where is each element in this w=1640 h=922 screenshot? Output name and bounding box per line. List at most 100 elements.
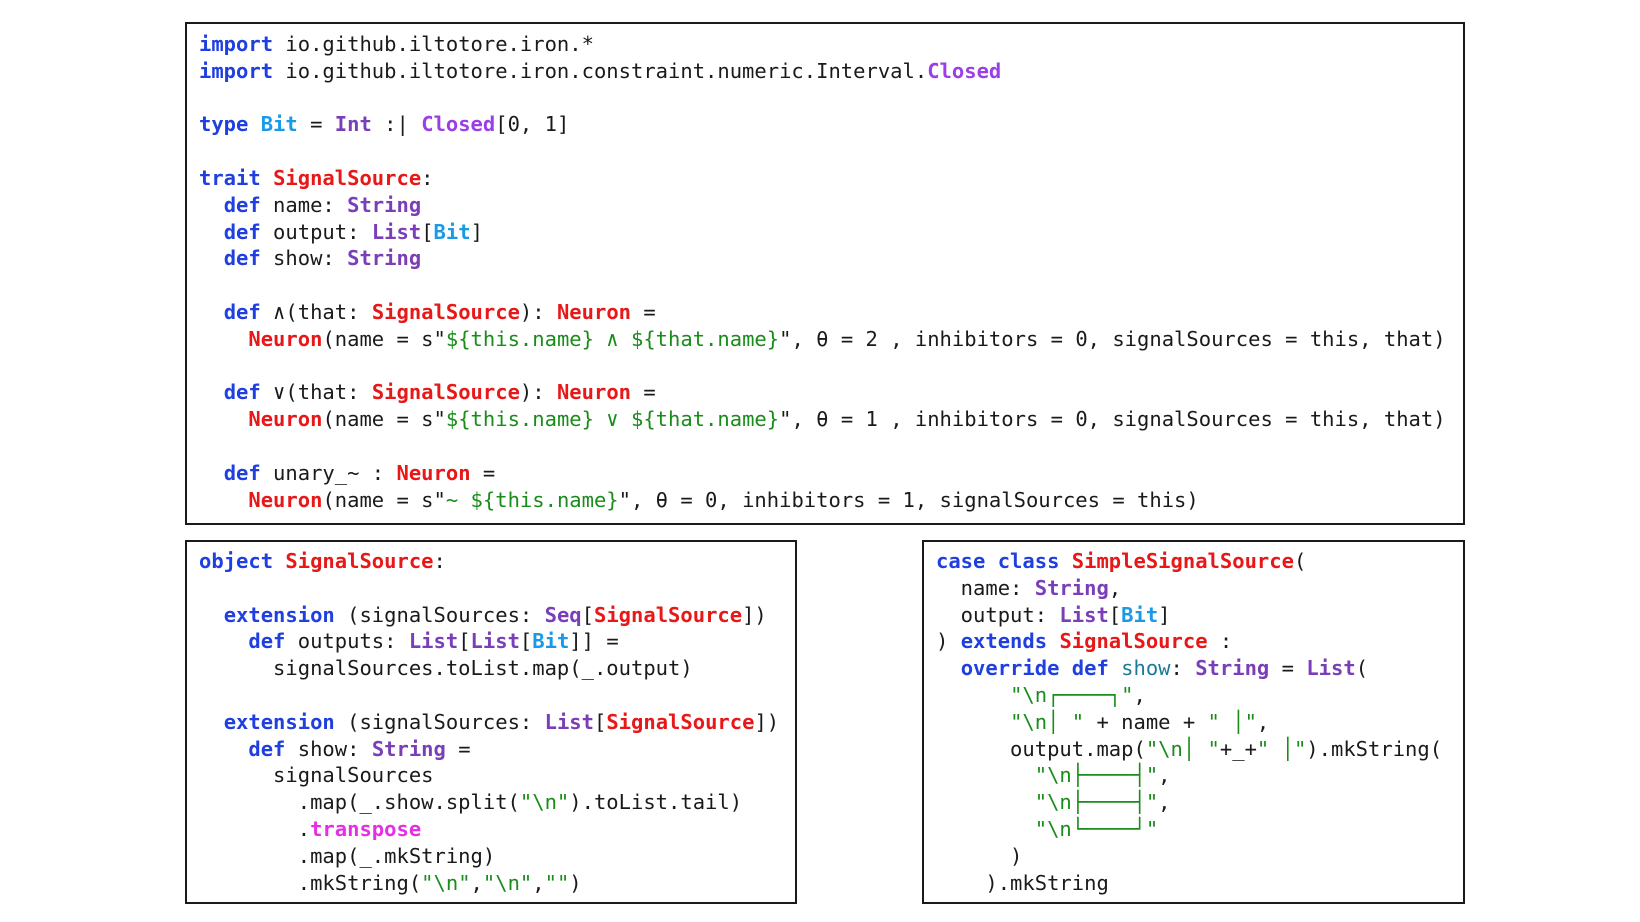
code-token: show bbox=[1121, 656, 1171, 681]
code-token: output.map( bbox=[936, 736, 1146, 761]
code-line: trait SignalSource: bbox=[199, 165, 1446, 192]
code-token: SignalSource bbox=[593, 602, 743, 627]
code-line: import io.github.iltotore.iron.* bbox=[199, 31, 1446, 58]
code-token bbox=[1109, 656, 1121, 680]
code-token: def bbox=[248, 736, 286, 761]
code-line: "\n├────┤", bbox=[936, 762, 1442, 789]
code-token: type bbox=[199, 112, 249, 137]
code-token: .map(_.show.split( bbox=[199, 790, 520, 815]
code-line: .map(_.mkString) bbox=[199, 843, 779, 870]
code-token: Seq bbox=[544, 602, 582, 627]
code-line: def show: String bbox=[199, 245, 1446, 272]
code-token: , bbox=[1108, 575, 1122, 600]
code-token: ~ ${this.name} bbox=[445, 487, 619, 512]
code-token: " │" bbox=[1256, 736, 1307, 761]
code-token: transpose bbox=[310, 816, 422, 841]
code-line: def show: String = bbox=[199, 736, 779, 763]
code-token: SignalSource bbox=[371, 299, 520, 324]
code-token: output: bbox=[936, 602, 1060, 627]
code-token: ", θ = 1 , inhibitors = 0, signalSources… bbox=[779, 407, 1446, 432]
code-token: .mkString( bbox=[199, 870, 422, 895]
code-token: [ bbox=[593, 709, 607, 734]
code-token: SignalSource bbox=[606, 709, 755, 734]
code-token: : bbox=[433, 549, 446, 573]
code-token: import bbox=[199, 58, 274, 83]
code-line: extension (signalSources: Seq[SignalSour… bbox=[199, 602, 779, 629]
code-token: , bbox=[532, 870, 545, 895]
code-line bbox=[199, 575, 779, 602]
code-token: ] bbox=[470, 219, 483, 244]
code-block-object: object SignalSource: extension (signalSo… bbox=[199, 548, 779, 896]
code-line: "\n┌────┐", bbox=[936, 682, 1442, 709]
code-token bbox=[936, 817, 1035, 841]
code-token: [ bbox=[519, 629, 533, 654]
code-token bbox=[248, 112, 260, 136]
code-token: "" bbox=[544, 870, 570, 895]
code-token: "\n└────┘" bbox=[1034, 816, 1159, 841]
code-token: = bbox=[445, 736, 471, 761]
code-token: Closed bbox=[927, 58, 1002, 83]
code-token bbox=[199, 461, 224, 485]
code-token: SignalSource bbox=[285, 549, 434, 573]
code-token bbox=[1059, 549, 1071, 573]
code-line: .mkString("\n","\n","") bbox=[199, 870, 779, 897]
code-token bbox=[261, 166, 273, 190]
code-token: def bbox=[223, 246, 261, 271]
code-token: [ bbox=[458, 629, 471, 654]
code-token: Neuron bbox=[248, 487, 323, 512]
code-token: ] bbox=[1158, 602, 1171, 627]
code-token: Neuron bbox=[396, 460, 471, 485]
code-line bbox=[199, 682, 779, 709]
code-token: , bbox=[1133, 682, 1146, 707]
code-token: "\n┌────┐" bbox=[1010, 682, 1134, 707]
code-token: ( bbox=[1355, 656, 1369, 681]
code-token: Bit bbox=[260, 112, 298, 137]
code-token: Int bbox=[334, 112, 372, 137]
code-token bbox=[199, 629, 248, 653]
code-token: SignalSource bbox=[1059, 629, 1208, 654]
code-token: ) bbox=[569, 870, 582, 895]
code-token: .map(_.mkString) bbox=[199, 843, 496, 868]
code-token: Bit bbox=[433, 219, 471, 244]
code-token: show: bbox=[285, 736, 372, 761]
code-block-trait: import io.github.iltotore.iron.*import i… bbox=[199, 31, 1446, 513]
code-line: def output: List[Bit] bbox=[199, 219, 1446, 246]
code-line: ).mkString bbox=[936, 870, 1442, 897]
trait-signal-source-panel: import io.github.iltotore.iron.*import i… bbox=[185, 22, 1465, 525]
code-token: def bbox=[223, 460, 261, 485]
code-token: +_+ bbox=[1219, 736, 1257, 761]
code-token: ): bbox=[519, 299, 557, 324]
code-token: "\n│ " bbox=[1010, 709, 1085, 734]
code-token: extension bbox=[223, 602, 335, 627]
code-line: ) extends SignalSource : bbox=[936, 628, 1442, 655]
code-token: String bbox=[1034, 575, 1109, 600]
code-line: "\n├────┤", bbox=[936, 789, 1442, 816]
code-token: Closed bbox=[421, 112, 496, 137]
code-token: signalSources.toList.map(_.output) bbox=[199, 656, 693, 681]
code-token: "\n" bbox=[482, 870, 533, 895]
code-token: ).toList.tail) bbox=[569, 790, 743, 815]
code-token: io.github.iltotore.iron.constraint.numer… bbox=[273, 58, 928, 83]
code-token: SignalSource bbox=[371, 380, 520, 405]
code-token bbox=[199, 380, 224, 404]
code-token: class bbox=[997, 549, 1060, 573]
code-token: Bit bbox=[532, 629, 570, 654]
code-token bbox=[199, 327, 248, 351]
code-token: " │" bbox=[1207, 709, 1257, 734]
code-token: "\n├────┤" bbox=[1034, 790, 1159, 815]
code-token: def bbox=[223, 192, 261, 217]
code-line: def unary_~ : Neuron = bbox=[199, 460, 1446, 487]
code-token: + name + bbox=[1084, 709, 1208, 734]
code-token: , bbox=[1256, 709, 1270, 734]
code-token: Neuron bbox=[248, 326, 323, 351]
code-token: def bbox=[223, 299, 261, 324]
code-token: = bbox=[470, 460, 496, 485]
code-line: type Bit = Int :| Closed[0, 1] bbox=[199, 111, 1446, 138]
code-line: Neuron(name = s"${this.name} ∧ ${that.na… bbox=[199, 326, 1445, 353]
code-token bbox=[1059, 656, 1071, 680]
code-token: ) bbox=[936, 843, 1023, 868]
code-token: "\n" bbox=[519, 790, 570, 815]
code-token bbox=[199, 300, 224, 324]
case-class-panel: case class SimpleSignalSource( name: Str… bbox=[922, 540, 1465, 904]
code-token: show: bbox=[260, 246, 348, 271]
